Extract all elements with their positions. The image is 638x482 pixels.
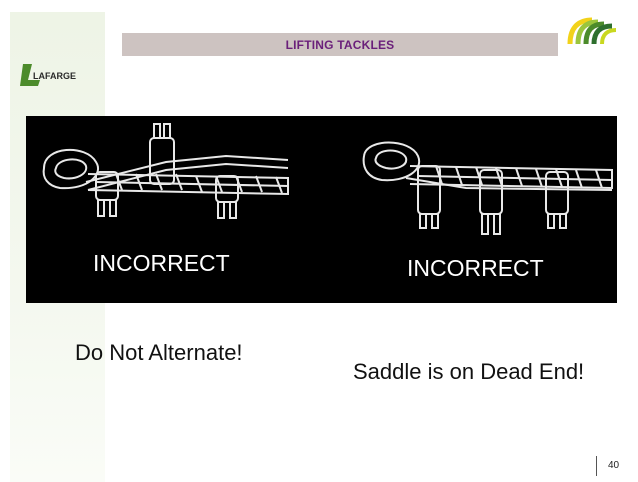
lafarge-logo: LAFARGE	[20, 64, 76, 86]
page-number: 40	[608, 460, 620, 471]
slide-title: LIFTING TACKLES	[122, 33, 558, 56]
caption-saddle-dead-end: Saddle is on Dead End!	[353, 359, 585, 384]
wire-rope-clips-illustration	[42, 123, 613, 235]
incorrect-label-left: INCORRECT	[93, 250, 230, 276]
logo-text: LAFARGE	[33, 71, 76, 81]
caption-do-not-alternate: Do Not Alternate!	[75, 340, 243, 365]
page-number-divider	[596, 456, 597, 476]
wire-rope-photo-panel: INCORRECT INCORRECT	[26, 116, 617, 303]
wave-logo-icon	[566, 16, 618, 48]
incorrect-label-right: INCORRECT	[407, 255, 544, 281]
